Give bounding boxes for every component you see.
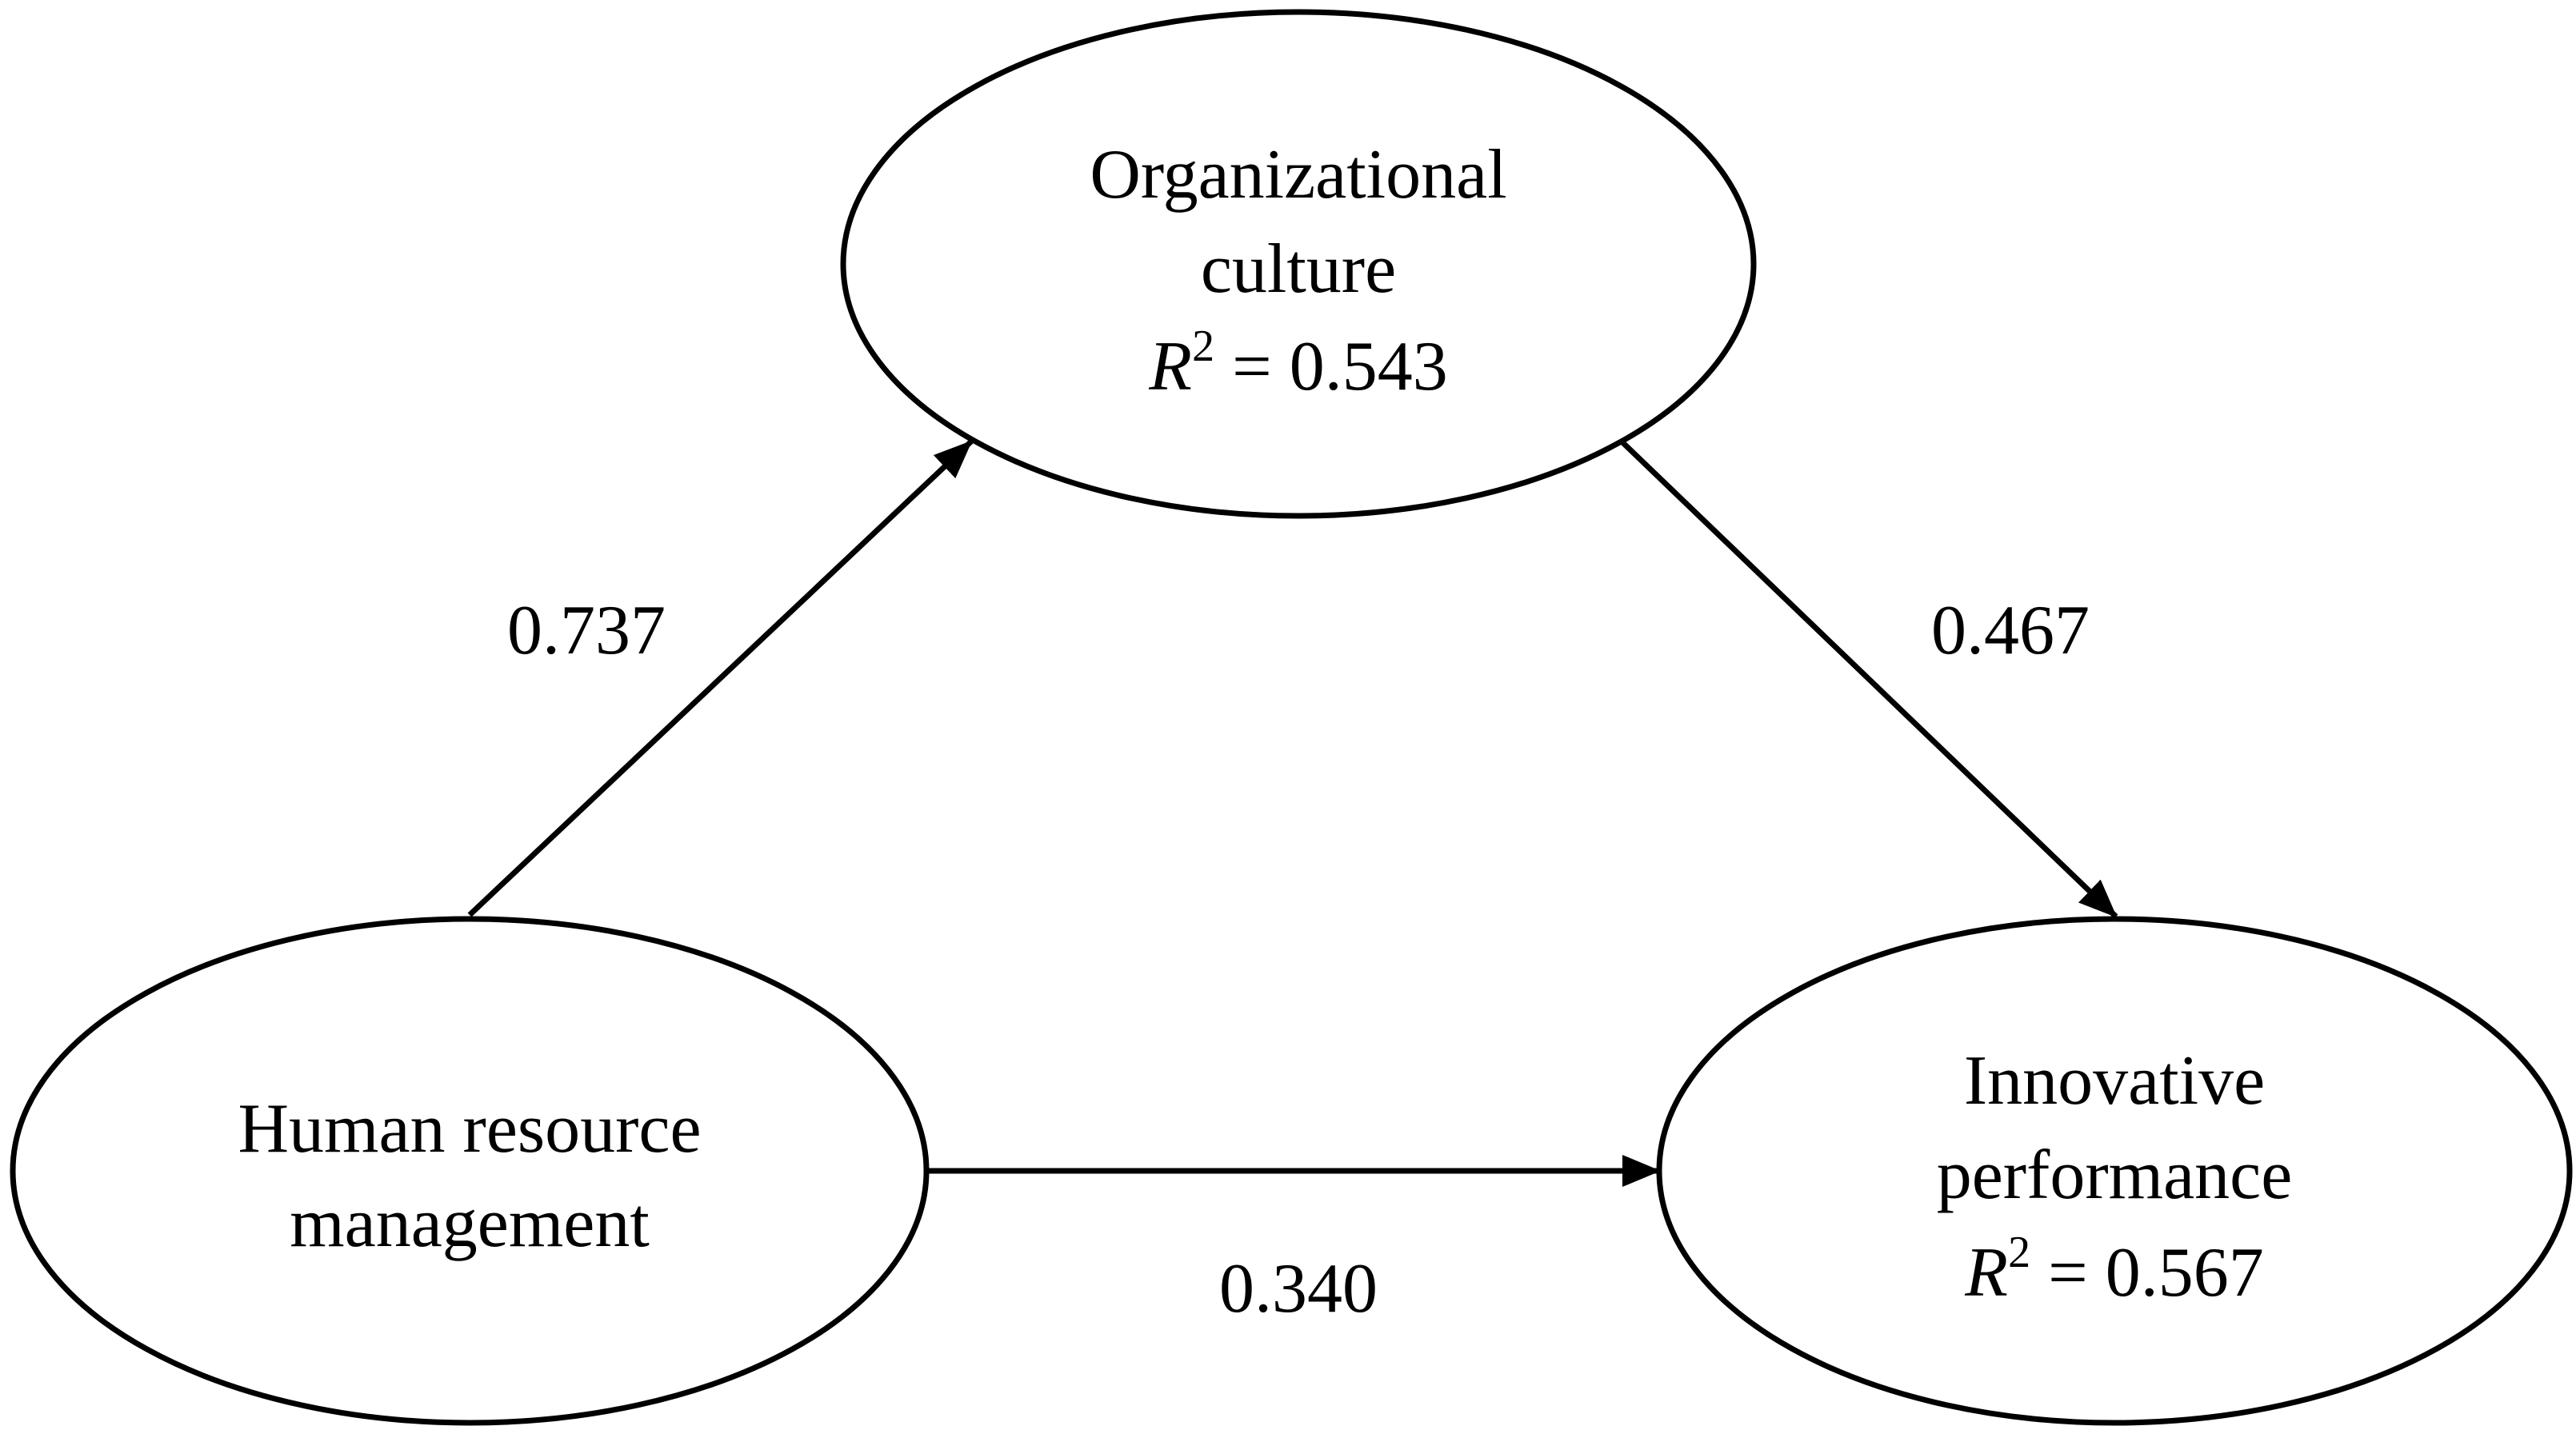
culture-label-line1: Organizational (1090, 136, 1506, 214)
coefficient-hrm-to-innovation: 0.340 (1219, 1250, 1378, 1328)
innovation-r2-value: = 0.567 (2030, 1234, 2264, 1312)
innovation-r2-exponent: 2 (2008, 1228, 2030, 1277)
coefficient-culture-to-innovation: 0.467 (1931, 592, 2090, 669)
node-organizational-culture (840, 9, 1757, 519)
culture-r2-exponent: 2 (1192, 322, 1214, 371)
arrow-culture-to-innovation (1619, 439, 2118, 919)
innovation-r-squared: R2 = 0.567 (1964, 1228, 2263, 1312)
node-human-resource-management (10, 916, 930, 1426)
innovation-r2-symbol: R (1964, 1234, 2008, 1312)
culture-r2-value: = 0.543 (1214, 328, 1448, 405)
culture-label-line2: culture (1201, 230, 1396, 308)
coefficient-hrm-to-culture: 0.737 (507, 592, 666, 669)
innovation-label-line1: Innovative (1964, 1042, 2265, 1120)
arrow-hrm-to-culture (467, 439, 974, 917)
culture-r-squared: R2 = 0.543 (1148, 322, 1447, 405)
hrm-label-line1: Human resource (238, 1090, 701, 1168)
culture-r2-symbol: R (1148, 328, 1192, 405)
innovation-label-line2: performance (1937, 1136, 2293, 1214)
hrm-label-line2: management (290, 1184, 650, 1262)
node-innovative-performance (1656, 916, 2573, 1426)
